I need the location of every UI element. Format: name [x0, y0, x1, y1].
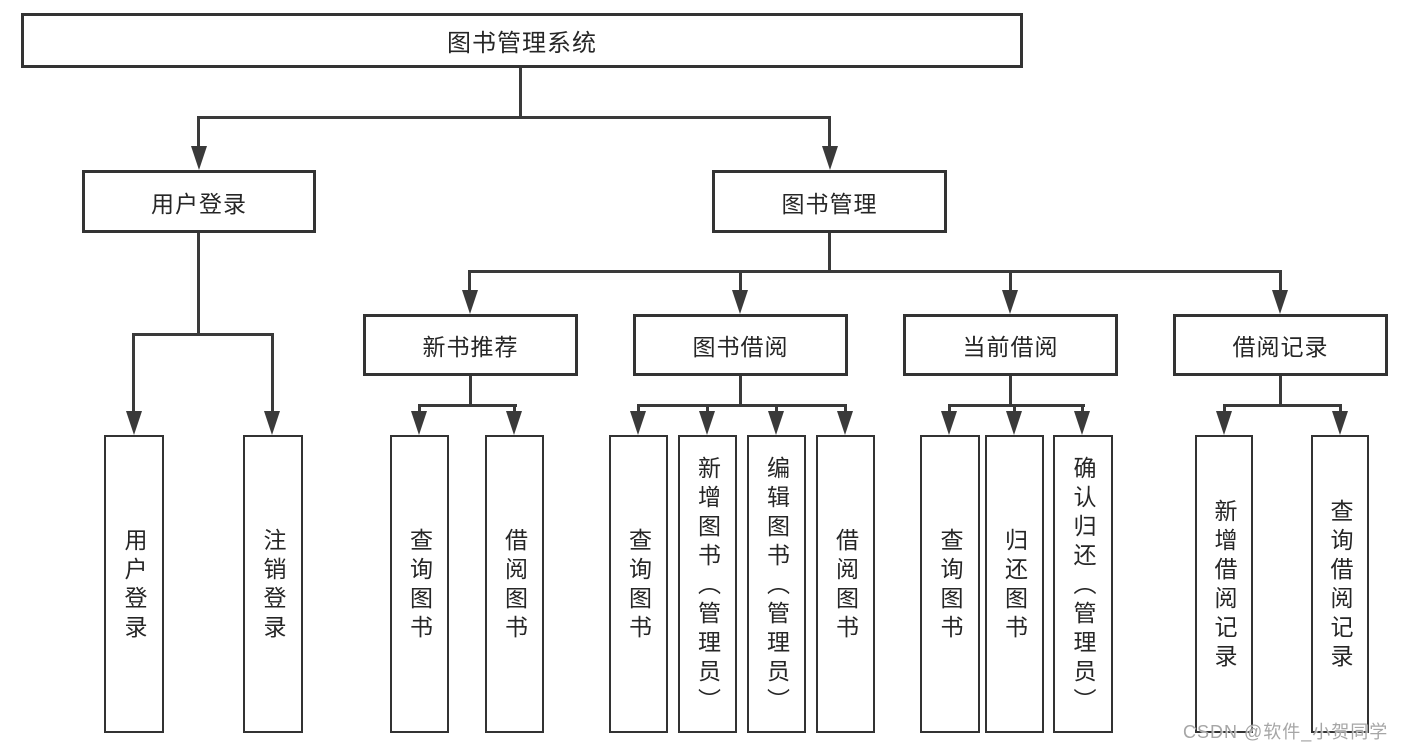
connector-line: [828, 233, 831, 273]
arrow-down-icon: [191, 146, 207, 170]
connector-line: [1009, 376, 1012, 407]
arrow-down-icon: [506, 411, 522, 435]
arrow-down-icon: [837, 411, 853, 435]
connector-line: [197, 233, 200, 336]
arrow-down-icon: [699, 411, 715, 435]
node-book-borrow: 图书借阅: [633, 314, 848, 376]
arrow-down-icon: [1272, 290, 1288, 314]
leaf-return-book: 归还图书: [985, 435, 1044, 733]
arrow-down-icon: [630, 411, 646, 435]
connector-line: [844, 404, 847, 414]
arrow-down-icon: [941, 411, 957, 435]
connector-line: [1339, 404, 1342, 414]
connector-line: [1013, 404, 1016, 414]
arrow-down-icon: [732, 290, 748, 314]
connector-line: [132, 333, 135, 413]
arrow-down-icon: [411, 411, 427, 435]
arrow-down-icon: [1332, 411, 1348, 435]
node-borrow-records: 借阅记录: [1173, 314, 1388, 376]
arrow-down-icon: [1216, 411, 1232, 435]
connector-line: [1081, 404, 1084, 414]
node-current-borrow: 当前借阅: [903, 314, 1118, 376]
connector-line: [739, 376, 742, 407]
connector-line: [197, 116, 831, 119]
connector-line: [1279, 270, 1282, 293]
connector-line: [271, 333, 274, 413]
node-library-system: 图书管理系统: [21, 13, 1023, 68]
connector-line: [739, 270, 742, 293]
connector-line: [513, 404, 516, 414]
connector-line: [1223, 404, 1226, 414]
leaf-query-borrow-record: 查询借阅记录: [1311, 435, 1369, 733]
node-user-login: 用户登录: [82, 170, 316, 233]
connector-line: [1009, 270, 1012, 293]
connector-line: [1279, 376, 1282, 407]
arrow-down-icon: [822, 146, 838, 170]
leaf-query-books-current: 查询图书: [920, 435, 980, 733]
leaf-confirm-return-admin: 确认归还（管理员）: [1053, 435, 1113, 733]
arrow-down-icon: [462, 290, 478, 314]
connector-line: [637, 404, 640, 414]
leaf-add-book-admin: 新增图书（管理员）: [678, 435, 737, 733]
leaf-user-login: 用户登录: [104, 435, 164, 733]
leaf-edit-book-admin: 编辑图书（管理员）: [747, 435, 806, 733]
leaf-add-borrow-record: 新增借阅记录: [1195, 435, 1253, 733]
connector-line: [468, 270, 1282, 273]
arrow-down-icon: [264, 411, 280, 435]
connector-line: [828, 116, 831, 148]
connector-line: [519, 68, 522, 118]
node-new-book-recommend: 新书推荐: [363, 314, 578, 376]
leaf-borrow-books: 借阅图书: [816, 435, 875, 733]
node-book-management: 图书管理: [712, 170, 947, 233]
arrow-down-icon: [1074, 411, 1090, 435]
connector-line: [469, 376, 472, 407]
arrow-down-icon: [126, 411, 142, 435]
connector-line: [948, 404, 951, 414]
arrow-down-icon: [1006, 411, 1022, 435]
connector-line: [706, 404, 709, 414]
leaf-query-books-recommend: 查询图书: [390, 435, 449, 733]
connector-line: [948, 404, 1085, 407]
arrow-down-icon: [1002, 290, 1018, 314]
connector-line: [197, 116, 200, 148]
watermark: CSDN @软件_小贺同学: [1183, 722, 1389, 742]
connector-line: [132, 333, 274, 336]
connector-line: [637, 404, 847, 407]
leaf-query-books-borrow: 查询图书: [609, 435, 668, 733]
connector-line: [418, 404, 421, 414]
leaf-borrow-books-recommend: 借阅图书: [485, 435, 544, 733]
connector-line: [775, 404, 778, 414]
leaf-logout: 注销登录: [243, 435, 303, 733]
connector-line: [1223, 404, 1342, 407]
arrow-down-icon: [768, 411, 784, 435]
connector-line: [418, 404, 517, 407]
connector-line: [468, 270, 471, 293]
